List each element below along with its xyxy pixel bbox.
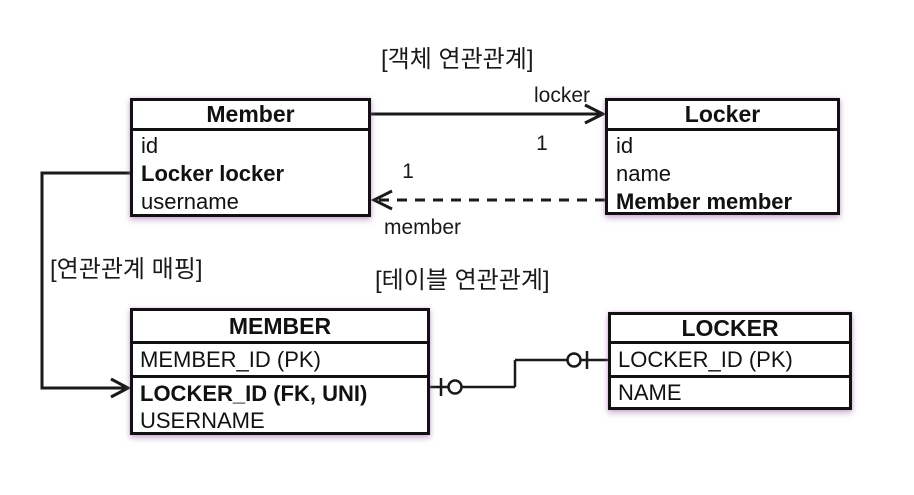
member-arrowhead-icon: [370, 189, 393, 211]
member-column-locker-id: LOCKER_ID (FK, UNI): [140, 381, 368, 406]
member-field-locker: Locker locker: [141, 161, 285, 186]
locker-field-id: id: [616, 133, 634, 158]
locker-column-locker-id: LOCKER_ID (PK): [611, 344, 849, 378]
member-multiplicity-label: 1: [402, 160, 414, 183]
member-column-member-id: MEMBER_ID (PK): [133, 344, 427, 378]
member-class-title: Member: [133, 101, 368, 131]
member-table-box: MEMBER MEMBER_ID (PK) LOCKER_ID (FK, UNI…: [130, 308, 430, 435]
member-table-title: MEMBER: [133, 311, 427, 344]
locker-field-member: Member member: [616, 189, 793, 214]
mapping-label: [연관관계 매핑]: [50, 256, 203, 283]
member-field-username: username: [141, 189, 239, 214]
member-field-id: id: [141, 133, 159, 158]
locker-class-box: Locker id name Member member: [605, 98, 840, 215]
locker-class-title: Locker: [608, 101, 837, 131]
mapping-arrowhead-icon: [110, 377, 132, 399]
member-column-username: USERNAME: [140, 408, 265, 433]
member-role-label: member: [384, 216, 462, 239]
locker-side-zero-circle-icon: [566, 352, 582, 368]
locker-column-name: NAME: [618, 380, 682, 405]
object-relation-label: [객체 연관관계]: [381, 46, 534, 73]
locker-table-box: LOCKER LOCKER_ID (PK) NAME: [608, 312, 852, 410]
member-side-zero-circle-icon: [447, 379, 463, 395]
locker-table-title: LOCKER: [611, 315, 849, 344]
locker-multiplicity-label: 1: [536, 132, 548, 155]
member-class-box: Member id Locker locker username: [130, 98, 371, 217]
field-to-column-mapping-line: [40, 171, 130, 390]
table-relation-label: [테이블 연관관계]: [375, 267, 550, 294]
locker-role-label: locker: [533, 84, 590, 107]
locker-arrowhead-icon: [584, 103, 607, 125]
locker-field-name: name: [616, 161, 672, 186]
